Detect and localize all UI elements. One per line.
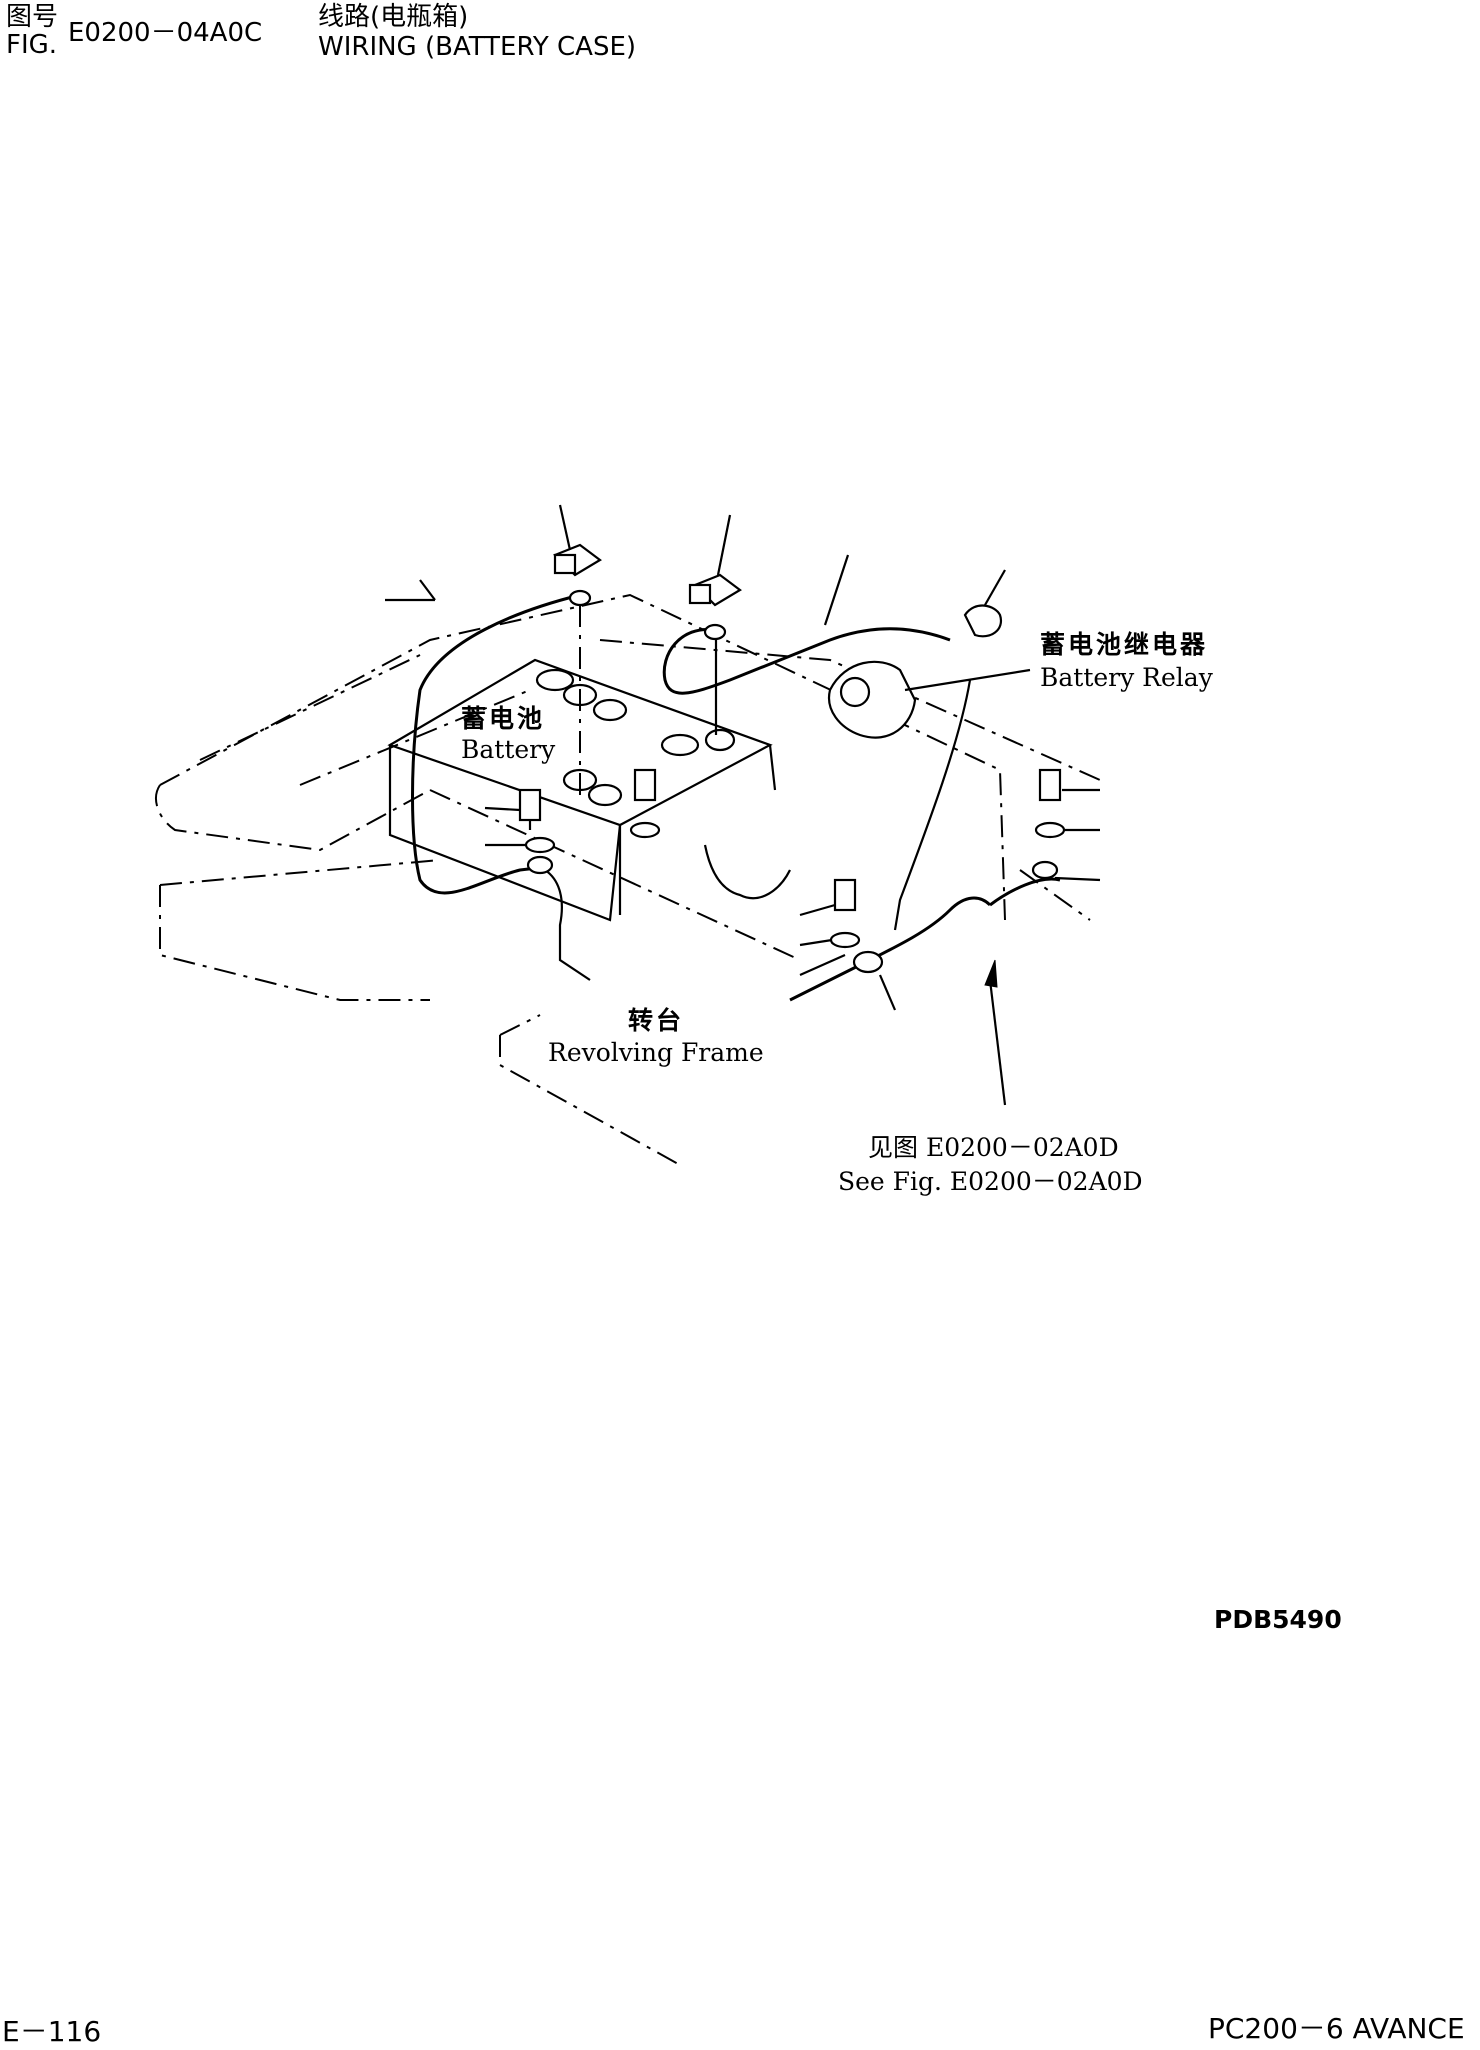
model-name: PC200－6 AVANCE: [1208, 2012, 1465, 2045]
page-number: E－116: [2, 2015, 102, 2048]
revolving-frame-label-en: Revolving Frame: [548, 1038, 764, 1067]
battery-cable-middle: [662, 554, 951, 735]
revolving-frame-label-cn: 转台: [628, 1006, 685, 1035]
see-fig-label-en: See Fig. E0200－02A0D: [838, 1167, 1143, 1196]
revolving-frame-outline: [155, 593, 1101, 1166]
fig-label-cn: 图号: [6, 2, 59, 32]
see-fig-label-cn: 见图 E0200－02A0D: [868, 1133, 1119, 1162]
battery-relay-label-en: Battery Relay: [1040, 663, 1213, 692]
drawing-code: PDB5490: [1214, 1605, 1342, 1634]
battery-relay: [827, 660, 1031, 931]
title-cn: 线路(电瓶箱): [318, 2, 469, 32]
terminal-caps: [553, 504, 1006, 638]
battery-label-cn: 蓄电池: [461, 704, 546, 733]
wiring-harness: [789, 860, 1061, 1106]
fig-number: E0200－04A0C: [68, 18, 263, 48]
title-en: WIRING (BATTERY CASE): [318, 32, 637, 62]
fig-label-en: FIG.: [6, 30, 58, 60]
battery-relay-label-cn: 蓄电池继电器: [1040, 630, 1209, 659]
bolts-washers: [484, 768, 1101, 949]
battery-label-en: Battery: [461, 735, 556, 764]
battery-cable-left: [385, 579, 592, 895]
battery: [387, 658, 777, 922]
